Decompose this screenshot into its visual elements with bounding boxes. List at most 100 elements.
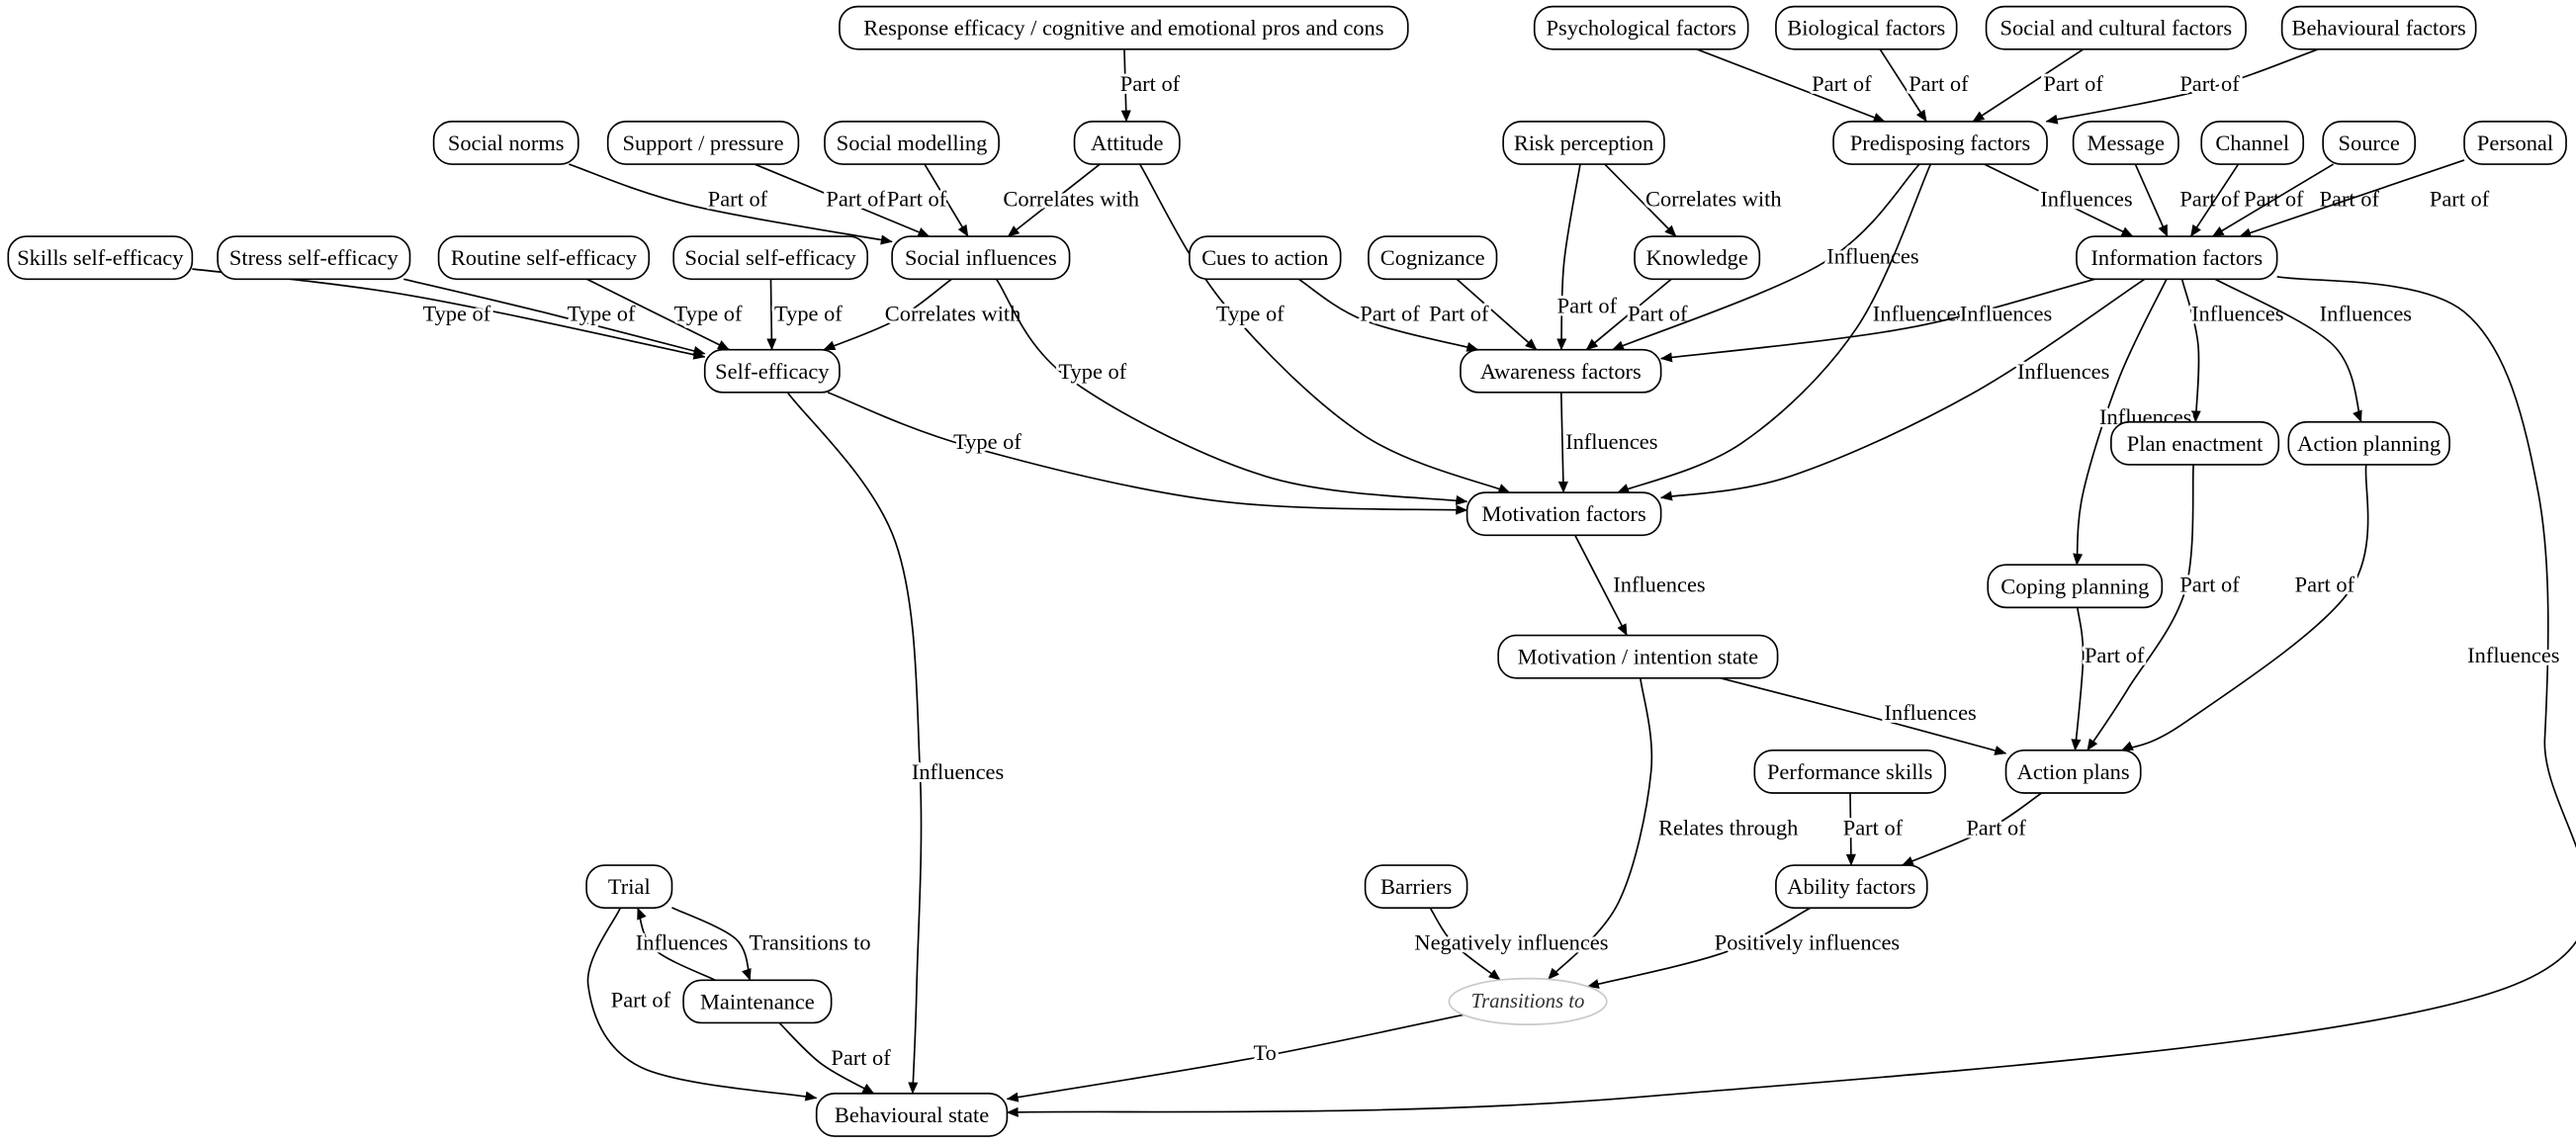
edge-line xyxy=(1720,676,2007,755)
edge-social_norms-to-social_influences: Part of xyxy=(569,163,893,245)
nodes-layer: Response efficacy / cognitive and emotio… xyxy=(7,5,2567,1137)
edge-label-predisposing_factors-to-awareness_factors: Influences xyxy=(1826,244,1918,269)
edge-line xyxy=(2214,278,2362,423)
edge-label-social_influences-to-motivation_factors: Type of xyxy=(1058,359,1126,384)
node-channel: Channel xyxy=(2200,121,2305,165)
edge-predisposing_factors-to-information_factors: Influences xyxy=(1984,163,2135,237)
edge-social_modelling-to-social_influences: Part of xyxy=(884,163,969,237)
node-shape xyxy=(1188,235,1342,281)
edge-information_factors-to-motivation_factors: Influences xyxy=(1659,278,2146,501)
edge-line xyxy=(1429,907,1501,981)
node-routine_self_efficacy: Routine self-efficacy xyxy=(437,235,651,281)
edge-label-risk_perception-to-knowledge: Correlates with xyxy=(1645,186,1782,211)
edge-risk_perception-to-awareness_factors: Part of xyxy=(1554,163,1620,351)
edge-coping_planning-to-action_plans: Part of xyxy=(2071,607,2148,751)
node-shape xyxy=(682,979,833,1024)
edge-label-trial-to-behavioural_state: Part of xyxy=(611,988,671,1013)
node-shape xyxy=(2072,121,2179,165)
node-label: Channel xyxy=(2215,131,2289,155)
node-label: Maintenance xyxy=(700,989,815,1014)
node-label: Motivation factors xyxy=(1482,501,1646,526)
edge-line xyxy=(637,907,716,982)
edge-support_pressure-to-social_influences: Part of xyxy=(754,163,931,237)
edge-line xyxy=(2189,163,2240,237)
edge-line xyxy=(1556,163,1581,351)
node-shape xyxy=(2280,5,2477,50)
node-label: Skills self-efficacy xyxy=(17,245,184,270)
edge-line xyxy=(586,907,818,1102)
edge-label-channel-to-information_factors: Part of xyxy=(2244,186,2304,211)
node-label: Attitude xyxy=(1091,131,1164,155)
edge-line xyxy=(1984,163,2134,237)
edge-label-attitude-to-social_influences: Correlates with xyxy=(1003,186,1139,211)
node-label: Predisposing factors xyxy=(1850,131,2030,155)
node-knowledge: Knowledge xyxy=(1634,235,1761,281)
edge-information_factors-to-action_planning: Influences xyxy=(2214,278,2415,423)
edge-label-coping_planning-to-action_plans: Part of xyxy=(2085,643,2145,667)
edge-plan_enactment-to-action_plans: Part of xyxy=(2087,464,2243,751)
edge-social_self_efficacy-to-self_efficacy: Type of xyxy=(766,279,845,351)
edge-line xyxy=(1696,48,1886,123)
edge-social_influences-to-self_efficacy: Correlates with xyxy=(823,278,1023,351)
edge-line xyxy=(1659,278,2146,501)
edge-label-personal-to-information_factors: Part of xyxy=(2430,186,2490,211)
edge-information_factors-to-plan_enactment: Influences xyxy=(2180,279,2286,423)
node-social_norms: Social norms xyxy=(432,121,579,165)
node-label: Barriers xyxy=(1380,874,1452,899)
node-label: Social and cultural factors xyxy=(2000,16,2233,41)
edge-line xyxy=(2120,464,2369,751)
node-shape xyxy=(839,5,1409,50)
edge-label-social_norms-to-social_influences: Part of xyxy=(708,186,768,211)
edge-line xyxy=(1901,792,2043,866)
node-motivation_factors: Motivation factors xyxy=(1466,491,1662,537)
edge-label-performance_skills-to-ability_factors: Part of xyxy=(1843,815,1904,839)
edge-label-biological_factors-to-predisposing_factors: Part of xyxy=(1909,71,1969,96)
edge-label-trial-to-maintenance: Transitions to xyxy=(749,930,870,955)
edge-label-attitude-to-motivation_factors: Type of xyxy=(1216,302,1285,326)
node-shape xyxy=(1448,977,1608,1025)
node-shape xyxy=(1368,235,1498,281)
node-shape xyxy=(672,235,869,281)
edge-line xyxy=(1604,163,1677,237)
edge-label-motivation_intention_state-to-action_plans: Influences xyxy=(1884,700,1976,725)
node-label: Performance skills xyxy=(1767,759,1932,784)
edge-personal-to-information_factors: Part of xyxy=(2239,159,2493,238)
node-predisposing_factors: Predisposing factors xyxy=(1832,121,2048,165)
node-shape xyxy=(217,235,411,281)
node-source: Source xyxy=(2322,121,2417,165)
edge-line xyxy=(1617,163,1932,493)
node-awareness_factors: Awareness factors xyxy=(1460,348,1662,394)
node-shape xyxy=(1775,5,1958,50)
edge-line xyxy=(924,163,969,237)
node-social_modelling: Social modelling xyxy=(824,121,1000,165)
edge-label-motivation_factors-to-motivation_intention_state: Influences xyxy=(1613,573,1705,597)
node-label: Cognizance xyxy=(1380,245,1485,270)
edge-label-information_factors-to-action_planning: Influences xyxy=(2320,302,2412,326)
edge-line xyxy=(2071,607,2085,751)
node-shape xyxy=(1073,121,1181,165)
node-stress_self_efficacy: Stress self-efficacy xyxy=(217,235,411,281)
edge-line xyxy=(2211,163,2334,237)
node-label: Motivation / intention state xyxy=(1518,645,1758,669)
edge-line xyxy=(766,279,777,351)
node-performance_skills: Performance skills xyxy=(1753,749,1946,794)
node-shape xyxy=(2076,235,2278,281)
node-attitude: Attitude xyxy=(1073,121,1181,165)
edge-line xyxy=(1585,278,1672,351)
node-shape xyxy=(824,121,1000,165)
edge-stress_self_efficacy-to-self_efficacy: Type of xyxy=(403,278,706,356)
node-self_efficacy: Self-efficacy xyxy=(703,348,841,394)
edge-label-maintenance-to-behavioural_state: Part of xyxy=(831,1045,891,1070)
edge-awareness_factors-to-motivation_factors: Influences xyxy=(1557,392,1660,493)
node-label: Coping planning xyxy=(2000,573,2149,598)
edge-trial-to-behavioural_state: Part of xyxy=(586,907,818,1102)
node-label: Ability factors xyxy=(1787,874,1915,899)
node-message: Message xyxy=(2072,121,2179,165)
node-label: Support / pressure xyxy=(623,131,784,155)
edge-line xyxy=(1586,907,1812,989)
edge-line xyxy=(1574,534,1628,637)
edge-label-risk_perception-to-awareness_factors: Part of xyxy=(1557,293,1618,317)
node-shape xyxy=(703,348,841,394)
edge-line xyxy=(786,392,923,1095)
